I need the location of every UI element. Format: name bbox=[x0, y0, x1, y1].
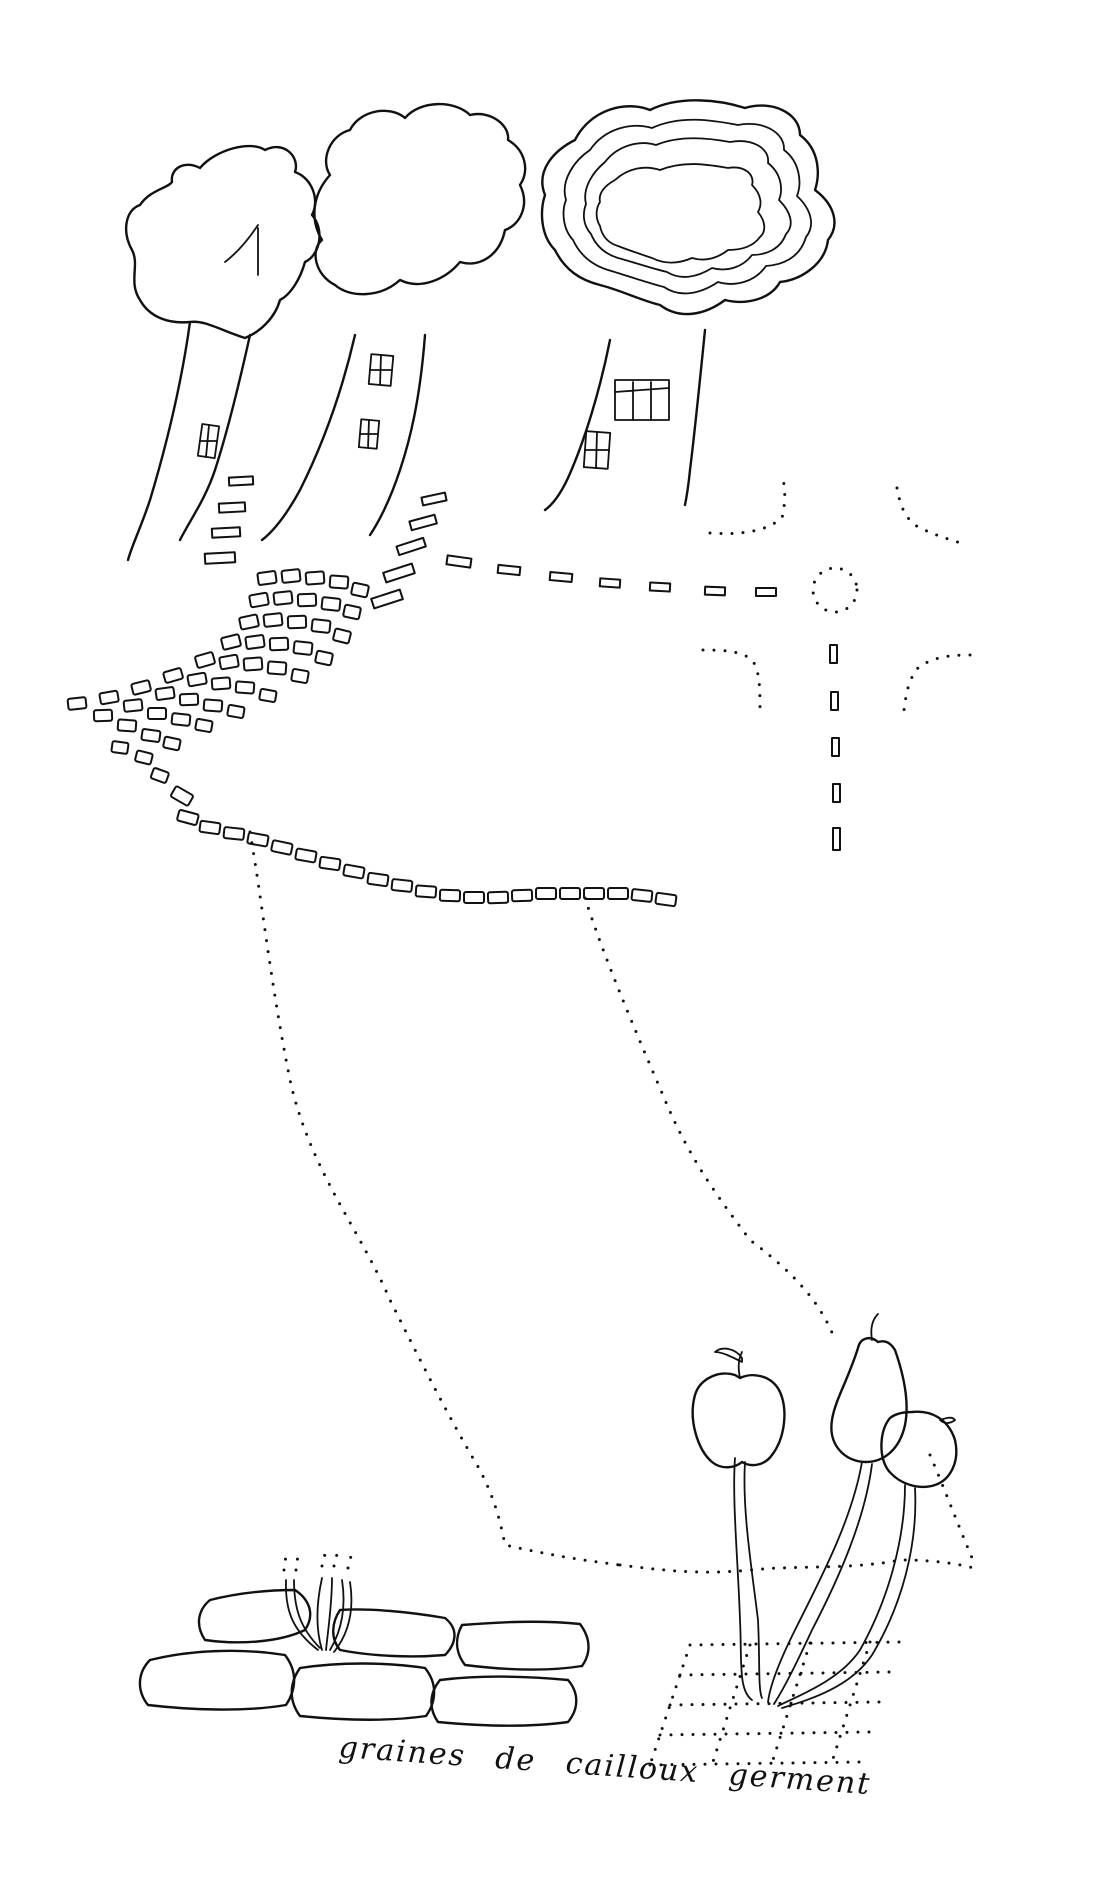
tree-3-window-1 bbox=[614, 379, 670, 421]
round-fruit bbox=[880, 1410, 958, 1489]
tree-3-window-2 bbox=[582, 430, 612, 470]
tree-3-trunk-right bbox=[683, 328, 707, 507]
tree-1-crown bbox=[124, 144, 321, 340]
road-dashes-vertical bbox=[829, 644, 841, 851]
tree-1-trunk-left bbox=[126, 320, 192, 562]
tree-2-trunk-left bbox=[260, 333, 357, 542]
tree-3 bbox=[540, 99, 836, 512]
tree-2-crown bbox=[313, 102, 527, 296]
tree-3-crown-inner bbox=[595, 163, 766, 264]
growing-fruits bbox=[648, 1313, 958, 1767]
apple-stem bbox=[737, 1351, 743, 1379]
tree-3-crown-ring-3 bbox=[582, 137, 792, 278]
dotted-crossroad bbox=[701, 476, 972, 712]
sprouting-seed bbox=[282, 1548, 354, 1653]
tree-2 bbox=[260, 102, 527, 542]
dotted-trail-bottom bbox=[618, 1558, 982, 1574]
tree-3-trunk-left bbox=[543, 338, 612, 512]
tree-2-window-2 bbox=[357, 418, 381, 450]
tree-1-trunk-right bbox=[178, 333, 252, 542]
crossroad-center-circle bbox=[811, 566, 859, 614]
apple bbox=[691, 1372, 786, 1469]
tree-3-crown-outer bbox=[540, 99, 836, 316]
road-dashes-horizontal bbox=[445, 554, 777, 597]
tree-2-window-1 bbox=[367, 353, 395, 387]
tree-2-trunk-right bbox=[368, 333, 427, 537]
dotted-trail-right bbox=[583, 896, 837, 1342]
dotted-trails bbox=[248, 830, 982, 1574]
tree-1-window bbox=[196, 423, 221, 459]
aubergine-stem bbox=[870, 1313, 879, 1341]
apple-leaf bbox=[714, 1347, 743, 1363]
road-dashes-left bbox=[203, 475, 255, 565]
stone-path bbox=[170, 785, 678, 908]
dotted-trail-cone bbox=[928, 1453, 977, 1567]
tree-3-crown-ring-2 bbox=[562, 118, 812, 295]
aubergine bbox=[830, 1336, 908, 1464]
tree-1-branch bbox=[224, 224, 259, 263]
dotted-trail-left bbox=[248, 830, 622, 1567]
cobblestone-patch bbox=[66, 568, 370, 784]
tree-1 bbox=[124, 144, 321, 562]
dotted-grid bbox=[648, 1640, 902, 1767]
paving-stones bbox=[138, 1588, 590, 1727]
road-dashes-middle bbox=[370, 491, 448, 610]
